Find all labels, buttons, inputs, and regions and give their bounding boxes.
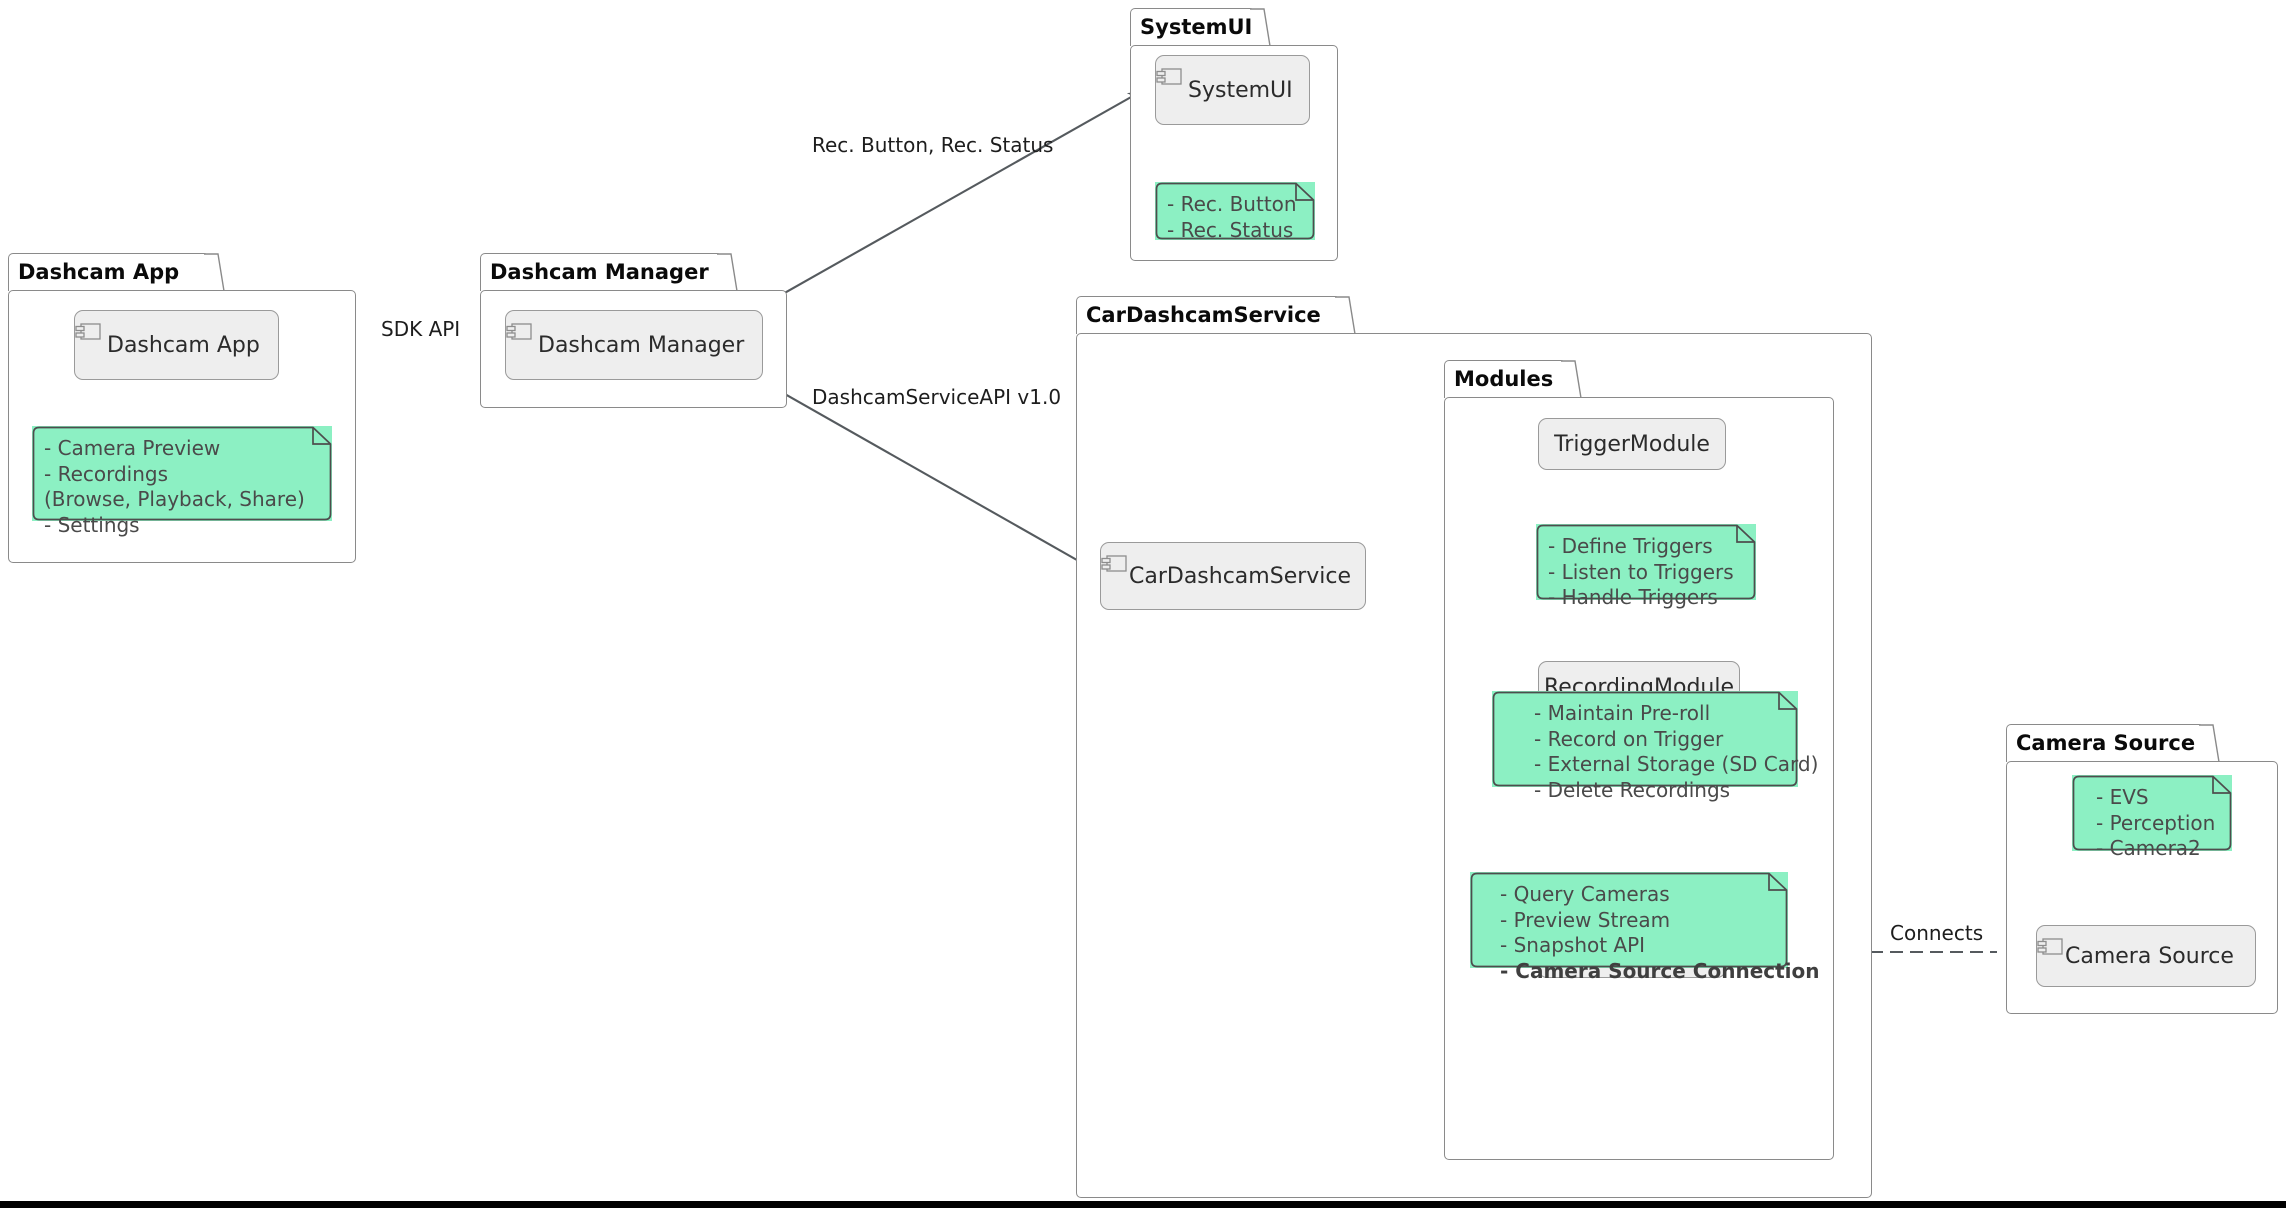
component-cardashcamservice[interactable]: CarDashcamService	[1100, 542, 1366, 610]
note-dashcam-app: - Camera Preview - Recordings (Browse, P…	[32, 426, 332, 537]
package-label-dashcam-manager: Dashcam Manager	[490, 260, 709, 284]
note-line: - Delete Recordings	[1534, 777, 1731, 802]
component-icon	[1156, 68, 1182, 85]
note-line: - Snapshot API	[1500, 933, 1646, 958]
note-line: - Settings	[44, 512, 140, 537]
component-icon	[2037, 938, 2063, 955]
note-line: - Record on Trigger	[1534, 726, 1724, 751]
note-line: - Rec. Status	[1167, 217, 1294, 242]
package-label-cardashcamservice: CarDashcamService	[1086, 303, 1321, 327]
note-line: - Maintain Pre-roll	[1534, 701, 1711, 725]
component-label-dashcam-manager: Dashcam Manager	[538, 332, 745, 358]
note-triggermodule: - Define Triggers - Listen to Triggers -…	[1536, 524, 1756, 609]
note-line: (Browse, Playback, Share)	[44, 487, 305, 512]
component-label-triggermodule: TriggerModule	[1554, 431, 1710, 457]
note-line: - Listen to Triggers	[1548, 559, 1734, 584]
component-camera-source[interactable]: Camera Source	[2036, 925, 2256, 987]
note-line: - Camera2	[2096, 836, 2201, 861]
component-icon	[75, 323, 101, 340]
edge-label-dashcamserviceapi: DashcamServiceAPI v1.0	[812, 385, 1062, 409]
note-line: - External Storage (SD Card)	[1534, 752, 1819, 777]
note-line: - Query Cameras	[1500, 882, 1670, 906]
note-line: - Recordings	[44, 461, 169, 486]
note-line: - Preview Stream	[1500, 907, 1671, 932]
note-line: - Rec. Button	[1167, 192, 1297, 216]
package-label-systemui: SystemUI	[1140, 15, 1253, 39]
component-dashcam-manager[interactable]: Dashcam Manager	[505, 310, 763, 380]
note-systemui: - Rec. Button - Rec. Status	[1155, 182, 1315, 242]
edge-dashcamserviceapi	[761, 380, 1099, 573]
component-label-cardashcamservice: CarDashcamService	[1129, 563, 1352, 589]
edge-label-connects: Connects	[1890, 921, 1984, 945]
edge-label-sdk-api: SDK API	[381, 317, 461, 341]
note-line-bold: - Camera Source Connection	[1500, 959, 1820, 985]
component-triggermodule[interactable]: TriggerModule	[1538, 418, 1726, 470]
component-label-dashcam-app: Dashcam App	[107, 332, 260, 358]
edge-rec-button-status	[734, 91, 1141, 322]
component-icon	[1101, 555, 1127, 572]
component-icon	[506, 323, 532, 340]
package-label-dashcam-app: Dashcam App	[18, 260, 180, 284]
component-systemui[interactable]: SystemUI	[1155, 55, 1310, 125]
note-line: - Camera Preview	[44, 436, 221, 460]
edge-label-rec-button-status: Rec. Button, Rec. Status	[812, 133, 1054, 157]
note-line: - Define Triggers	[1548, 534, 1713, 558]
note-line: - EVS	[2096, 785, 2149, 809]
package-label-modules: Modules	[1454, 367, 1554, 391]
component-dashcam-app[interactable]: Dashcam App	[74, 310, 279, 380]
note-recordingmodule: - Maintain Pre-roll - Record on Trigger …	[1492, 691, 1819, 802]
note-line: - Perception	[2096, 810, 2216, 835]
note-line: - Handle Triggers	[1548, 585, 1718, 610]
component-label-camera-source: Camera Source	[2065, 943, 2234, 969]
note-camera-source: - EVS - Perception - Camera2	[2072, 775, 2232, 860]
bottom-bar	[0, 1201, 2286, 1208]
note-streammodule: - Query Cameras - Preview Stream - Snaps…	[1470, 872, 1820, 983]
note-line-bold-text: - Camera Source Connection	[1500, 958, 1820, 983]
component-label-systemui: SystemUI	[1188, 77, 1293, 103]
package-label-camera-source: Camera Source	[2016, 731, 2196, 755]
